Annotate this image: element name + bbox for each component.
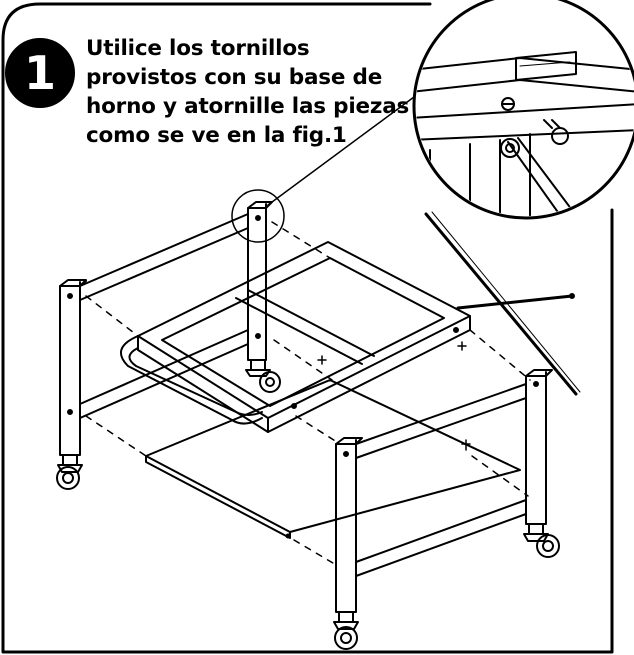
instruction-line: Utilice los tornillos	[86, 36, 310, 61]
page-border	[1, 2, 614, 654]
instruction-line: provistos con su base de	[86, 65, 383, 90]
caster-wheel-icon	[333, 611, 359, 650]
circled-number-icon: 1	[5, 38, 75, 108]
right-side-frame	[333, 369, 560, 650]
instruction-line: horno y atornille las piezas	[86, 94, 410, 119]
bottom-shelf	[145, 379, 521, 539]
zoom-detail-icon	[412, 0, 634, 220]
step-number: 1	[24, 46, 56, 100]
caster-wheel-icon	[56, 454, 83, 490]
caster-wheel-icon	[523, 523, 560, 558]
assembly-guide-lines	[85, 221, 531, 567]
detail-highlight-circle	[231, 189, 285, 243]
instruction-line: como se ve en la fig.1	[86, 123, 347, 148]
loose-brace-rods	[424, 211, 581, 396]
left-side-frame	[56, 201, 281, 490]
detail-callout-line	[267, 93, 419, 206]
caster-wheel-icon	[245, 359, 281, 393]
top-support-frame	[119, 241, 471, 433]
step-instruction: Utilice los tornillos provistos con su b…	[86, 34, 410, 150]
